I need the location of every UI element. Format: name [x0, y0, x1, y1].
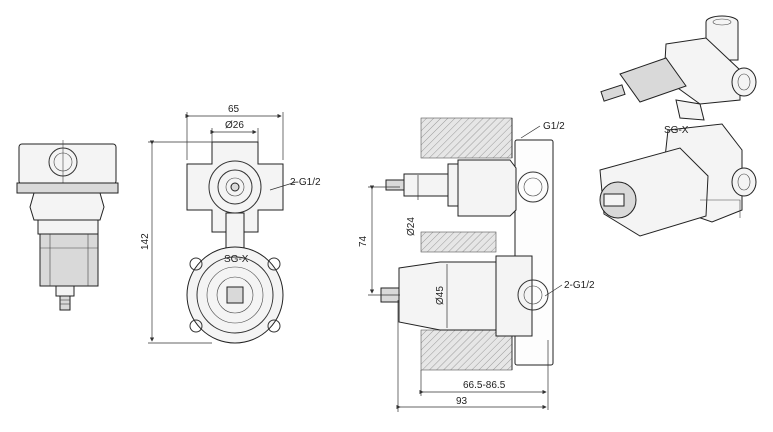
dim-height-142: 142 — [140, 140, 212, 344]
dim-depth-93: 93 — [396, 300, 547, 412]
thread-callout-top: G1/2 — [520, 121, 565, 139]
isometric-view-lower: SG-X — [599, 123, 757, 237]
dim-width-65: 65 — [185, 104, 284, 160]
dim-range-label: 66.5-86.5 — [463, 380, 506, 391]
thread-2g12-side-label: 2-G1/2 — [564, 280, 595, 291]
thread-callout-side: 2-G1/2 — [544, 280, 595, 297]
wall-section — [420, 117, 513, 371]
dim-dia-26: Ø26 — [210, 120, 259, 142]
section-view-valve — [380, 139, 554, 366]
dim-depth-range: 66.5-86.5 — [419, 340, 549, 410]
isometric-view-upper — [600, 15, 757, 121]
dim-dia-45: Ø45 — [435, 264, 448, 328]
body-marking-iso: SG-X — [664, 125, 689, 136]
dim-26-label: Ø26 — [225, 120, 244, 131]
dim-dia-24: Ø24 — [406, 175, 419, 236]
dim-142-label: 142 — [140, 233, 151, 250]
dim-93-label: 93 — [456, 396, 468, 407]
dim-74-label: 74 — [358, 235, 369, 247]
thread-2g12-front-label: 2-G1/2 — [290, 177, 321, 188]
side-view-valve — [16, 140, 119, 311]
thread-callout-front: 2-G1/2 — [269, 177, 321, 191]
dim-height-74: 74 — [358, 185, 400, 296]
dim-24-label: Ø24 — [406, 217, 417, 236]
thread-g12-label: G1/2 — [543, 121, 565, 132]
front-view-valve: SG-X — [186, 141, 284, 344]
dim-65-label: 65 — [228, 104, 240, 115]
dim-45-label: Ø45 — [435, 286, 446, 305]
body-marking-front: SG-X — [224, 254, 249, 265]
